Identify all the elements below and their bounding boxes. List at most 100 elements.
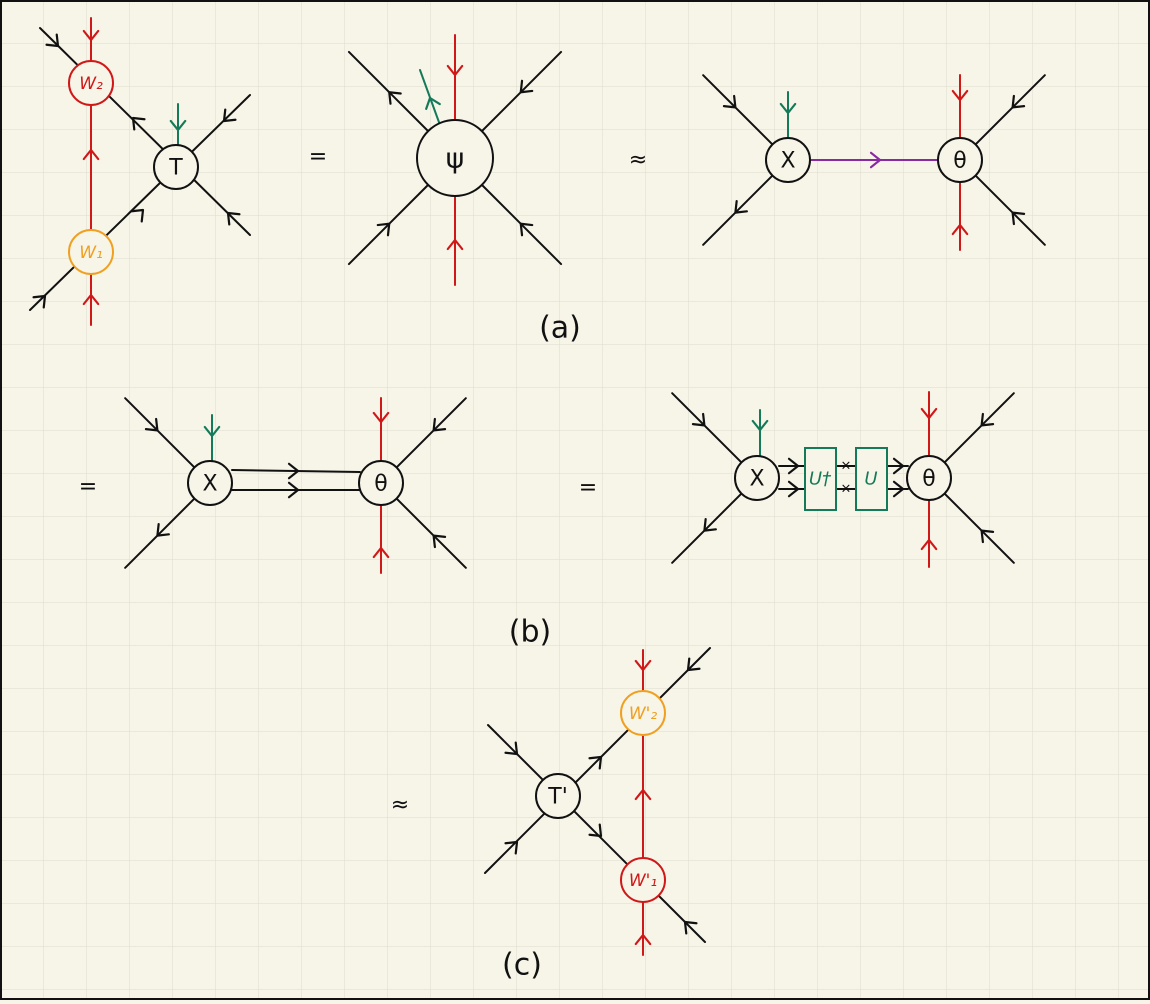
a-diag-main [39,27,251,236]
b1-theta-red-arrow-bot [372,546,390,559]
a-W1-node [68,229,114,275]
a-psi-leg-arrow-2 [376,222,391,237]
a-theta-label: θ [953,149,966,174]
a-psi-leg-arrow-3 [519,222,534,237]
b2-X-leg-0 [671,392,743,464]
c-W1prime-label: W'₁ [629,871,657,891]
c-W1prime-node [620,857,666,903]
a-psi-leg-arrow-0 [388,91,402,105]
b2-X-leg-1 [671,492,743,564]
a-X-leg-0 [702,74,774,146]
a-theta-leg-1 [974,174,1046,246]
b2-Udag-box [804,447,837,511]
caption-b: (b) [509,615,551,650]
b2-theta-leg-arrow-1 [980,529,995,544]
b2-theta-leg-1 [943,492,1015,564]
b-equals-1: = [79,475,97,500]
b1-theta-node [358,460,404,506]
c-red-arrow-top [634,659,652,672]
a-theta-leg-arrow-1 [1011,211,1026,226]
a-T-node [153,144,199,190]
c-diag-anti [484,647,711,874]
c-W2prime-node [620,690,666,736]
a-diag-arrow-3 [226,211,241,226]
b1-X-node [187,460,233,506]
b2-bond-3u-arrow [892,457,905,475]
c-Tprime-label: T' [547,785,568,810]
a-theta-leg-0 [974,74,1046,146]
b2-theta-leg-0 [943,392,1015,464]
c-red-arrow-mid [634,788,652,801]
a-X-green-arrow [779,102,797,115]
b1-X-leg-0 [124,397,196,469]
a-X-leg-2 [702,174,774,246]
c-anti-arrow-1 [504,840,519,855]
b2-theta-red-arrow-top [920,407,938,420]
a-anti-arrow-3 [222,108,237,123]
a-W2-label: W₂ [79,74,103,94]
b2-U-label: U [864,469,877,490]
a-approx: ≈ [629,148,647,173]
c-Tprime-node [535,773,581,819]
c-approx: ≈ [391,793,409,818]
b2-theta-leg-arrow-0 [980,412,995,427]
b2-cross-mark-upper: × [841,459,852,474]
b2-theta-node [906,455,952,501]
b2-X-label: X [749,467,764,492]
b1-X-label: X [202,472,217,497]
a-X-leg-arrow-0 [722,94,737,109]
a-diag-anti [29,94,251,311]
a-W2-node [68,60,114,106]
a-X-leg-arrow-2 [734,200,748,214]
a-red-arrow-top [82,29,100,42]
b2-bond-1u-arrow [787,457,800,475]
b2-bond-1l-arrow [787,480,800,498]
a-diag-arrow-1 [45,33,60,48]
a-equals: = [309,145,327,170]
a-anti-arrow-2 [130,208,145,223]
b-bond-arrow-lower [287,481,300,499]
c-anti-arrow-2 [588,755,603,770]
b1-theta-leg-0 [395,397,467,469]
a-psi-red-arrow-bot [446,238,464,251]
b1-X-green-arrow [203,425,221,438]
b1-theta-leg-arrow-1 [432,534,447,549]
b2-bond-3l-arrow [892,480,905,498]
a-theta-node [937,137,983,183]
b-bond-upper [231,469,361,473]
a-X-label: X [780,149,795,174]
a-diag-arrow-2 [131,116,146,131]
c-W2prime-label: W'₂ [629,704,657,724]
a-red-arrow-bot [82,293,100,306]
a-psi-green-arrow [425,96,441,110]
a-psi-node [416,119,494,197]
a-theta-leg-arrow-0 [1011,94,1026,109]
b2-cross-mark-lower: × [841,482,852,497]
a-X-node [765,137,811,183]
c-main-arrow-1 [504,741,519,756]
a-theta-red-arrow-bot [951,223,969,236]
b1-theta-red-arrow-top [372,411,390,424]
a-theta-red-arrow-top [951,89,969,102]
a-anti-arrow-1 [32,294,47,309]
b2-X-node [734,455,780,501]
b1-theta-label: θ [374,472,387,497]
caption-a: (a) [539,311,581,346]
c-red-arrow-bot [634,933,652,946]
c-diag-main [487,724,706,943]
c-anti-arrow-3 [686,657,701,672]
a-T-label: T [168,156,183,181]
b-bond-arrow-upper [287,462,300,480]
b1-theta-leg-1 [395,497,467,569]
a-purple-arrow [869,151,882,169]
a-W1-label: W₁ [79,243,103,263]
c-main-arrow-2 [588,823,603,838]
b2-U-box [855,447,888,511]
b1-X-leg-arrow-1 [156,523,170,537]
caption-c: (c) [502,948,542,983]
b2-X-leg-arrow-1 [703,518,717,532]
a-T-green-arrow [169,119,187,132]
